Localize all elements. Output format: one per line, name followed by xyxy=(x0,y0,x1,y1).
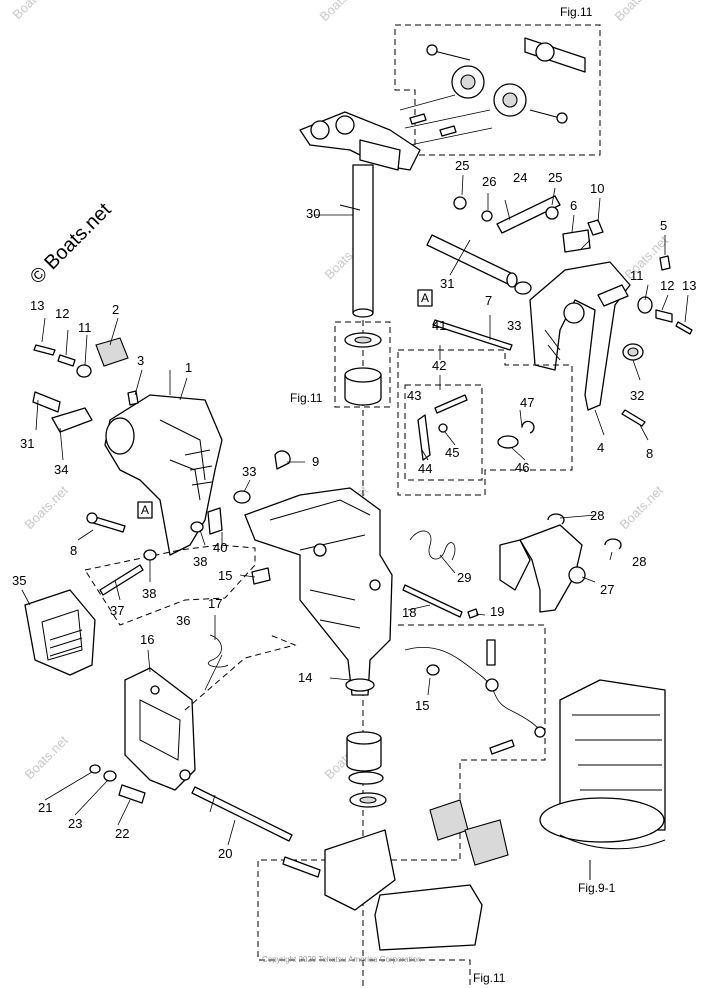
fig-label: Fig.11 xyxy=(560,5,593,19)
callout: 28 xyxy=(632,554,646,569)
leader-lines xyxy=(21,174,689,846)
callout: 37 xyxy=(110,603,124,618)
fig11-mid-inset: Fig.11 xyxy=(290,321,391,408)
callout: 45 xyxy=(445,445,459,460)
watermark: Boats.net xyxy=(10,0,60,22)
part-1-clamp-bracket xyxy=(32,337,223,556)
fig-label: Fig.11 xyxy=(290,391,323,405)
watermark: Boats.net xyxy=(22,482,72,532)
part-17-spring xyxy=(184,634,297,711)
part-29-spring xyxy=(402,530,479,676)
callout: 26 xyxy=(482,174,496,189)
part-7-pin xyxy=(432,319,513,351)
group-41-42 xyxy=(397,349,573,496)
callout: 11 xyxy=(630,268,644,283)
callout: 43 xyxy=(407,388,421,403)
callout: 23 xyxy=(68,816,82,831)
callout: 47 xyxy=(520,395,534,410)
callout: 5 xyxy=(660,218,667,233)
callout: 3 xyxy=(137,353,144,368)
callout: 8 xyxy=(70,543,77,558)
part-30-steering-shaft xyxy=(299,111,421,988)
part-31-tube xyxy=(426,234,518,288)
callout: 4 xyxy=(597,440,604,455)
fig-label: Fig.11 xyxy=(473,971,506,985)
callout: 14 xyxy=(298,670,312,685)
callout: 44 xyxy=(418,461,432,476)
callout: 1 xyxy=(185,360,192,375)
callout: 17 xyxy=(208,596,222,611)
callout: 8 xyxy=(646,446,653,461)
part-35-handle xyxy=(24,589,96,676)
callout: 12 xyxy=(55,306,69,321)
callout: 20 xyxy=(218,846,232,861)
part-14-swivel-case xyxy=(244,487,393,696)
callout: 38 xyxy=(193,554,207,569)
callout: 36 xyxy=(176,613,190,628)
callout: 10 xyxy=(590,181,604,196)
callout: 22 xyxy=(115,826,129,841)
callout: 6 xyxy=(570,198,577,213)
callout: 30 xyxy=(306,206,320,221)
callout: 12 xyxy=(660,278,674,293)
box-marker: A xyxy=(421,291,429,305)
bottom-bushings xyxy=(346,731,387,808)
callout: 33 xyxy=(242,464,256,479)
callout: 15 xyxy=(415,698,429,713)
part-20-shaft xyxy=(89,764,293,842)
callout: 35 xyxy=(12,573,26,588)
box-marker: A xyxy=(141,503,149,517)
callout: 38 xyxy=(142,586,156,601)
callout: 19 xyxy=(490,604,504,619)
small-parts-right xyxy=(453,195,693,427)
group-36 xyxy=(84,450,291,626)
callout: 40 xyxy=(213,540,227,555)
callout: 13 xyxy=(30,298,44,313)
callout: 41 xyxy=(432,318,446,333)
watermark: Boats.net xyxy=(612,0,662,24)
callout: 25 xyxy=(548,170,562,185)
callout: 28 xyxy=(590,508,604,523)
callout: 7 xyxy=(485,293,492,308)
ground-cable xyxy=(257,624,546,985)
callout: 9 xyxy=(312,454,319,469)
callout: 11 xyxy=(78,320,92,335)
part-16-bracket xyxy=(124,667,196,791)
part-27-clamp xyxy=(499,513,622,613)
callout: 33 xyxy=(507,318,521,333)
callout: 21 xyxy=(38,800,52,815)
callout: 13 xyxy=(682,278,696,293)
copyright-text: Copyright 2020 Tohatsu America Corporati… xyxy=(262,955,422,964)
fig-label: Fig.9-1 xyxy=(578,881,616,895)
callout: 25 xyxy=(455,158,469,173)
callout: 31 xyxy=(20,436,34,451)
callout: 32 xyxy=(630,388,644,403)
callout: 24 xyxy=(513,170,527,185)
watermark-main: © Boats.net xyxy=(26,199,116,289)
part-8-bolt xyxy=(86,512,126,533)
callout: 31 xyxy=(440,276,454,291)
callout: 29 xyxy=(457,570,471,585)
watermark: Boats.net xyxy=(317,0,367,24)
a-markers: A A xyxy=(137,289,433,519)
callout: 46 xyxy=(515,460,529,475)
fig9-1-inset: Fig.9-1 xyxy=(539,679,666,895)
callout: 42 xyxy=(432,358,446,373)
callout: 34 xyxy=(54,462,68,477)
lower-bracket xyxy=(282,799,509,951)
callout-numbers: 1 2 3 4 5 6 7 8 8 9 10 11 11 12 12 13 13… xyxy=(12,158,696,861)
callout: 27 xyxy=(600,582,614,597)
watermark: Boats.net xyxy=(22,732,72,782)
part-4-swivel-bracket xyxy=(529,261,631,411)
callout: 2 xyxy=(112,302,119,317)
callout: 18 xyxy=(402,605,416,620)
watermark: Boats.net xyxy=(617,482,667,532)
callout: 15 xyxy=(218,568,232,583)
fig11-top-inset: Fig.11 xyxy=(394,5,601,156)
callout: 16 xyxy=(140,632,154,647)
